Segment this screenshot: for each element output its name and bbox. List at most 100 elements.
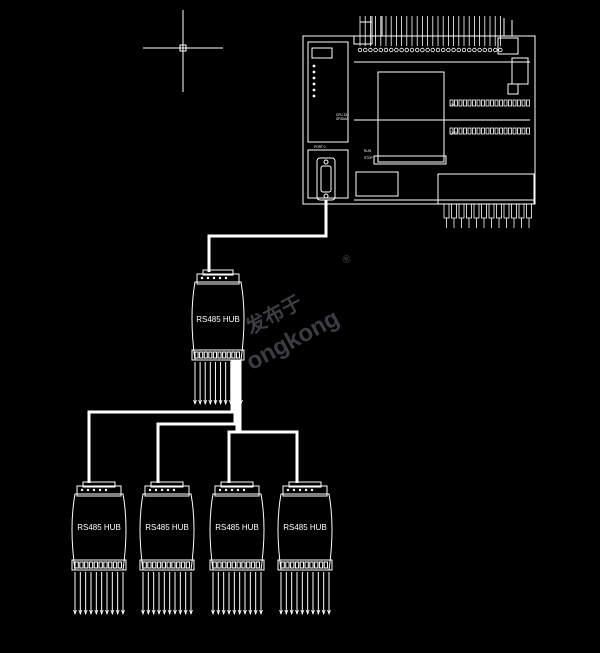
plc-top-terminal: [493, 47, 498, 53]
plc-top-terminal: [461, 47, 467, 53]
hub-terminal-slot: [117, 561, 122, 569]
plc-output-led: [458, 127, 463, 135]
plc-input-led: [517, 99, 521, 107]
plc-output-led: [494, 127, 499, 135]
hub-led: [298, 488, 302, 492]
hub-terminal-slot: [176, 561, 181, 569]
hub-terminal-slot: [222, 561, 227, 569]
hub-led: [98, 488, 102, 492]
hub-terminal-slot: [290, 561, 295, 569]
plc-output-led: [526, 127, 530, 135]
hub-1-label: RS485 HUB: [77, 523, 121, 532]
plc-port-connector: [316, 157, 336, 201]
plc-output-led: [490, 127, 494, 135]
plc-input-led: [458, 99, 463, 107]
rs485-hub-4: RS485 HUB: [277, 481, 333, 616]
main-hub-to-hub4-cable: [238, 360, 299, 483]
plc-input-led: [521, 99, 526, 107]
plc-input-led: [485, 99, 490, 107]
hub-led: [148, 488, 152, 492]
hub-terminal-slot: [231, 351, 236, 359]
plc-top-terminal: [482, 47, 487, 53]
plc-top-terminal: [446, 47, 451, 53]
hub-terminal-slot: [250, 561, 256, 569]
plc-top-terminal: [430, 47, 435, 53]
plc-bottom-terminal: [518, 203, 525, 219]
rs485-hub-2: RS485 HUB: [139, 481, 195, 616]
hub-led: [104, 488, 108, 492]
plc-input-led: [454, 99, 458, 107]
plc-output-led: [449, 127, 454, 135]
plc-top-terminal: [477, 47, 482, 53]
plc-bottom-terminal: [526, 203, 532, 219]
plc-input-led: [508, 99, 512, 107]
plc-output-led: [503, 127, 508, 135]
hub-led: [86, 488, 90, 492]
hub-terminal-slot: [226, 351, 231, 359]
plc-top-terminal: [394, 47, 399, 53]
plc-output-led: [508, 127, 512, 135]
hub-led: [166, 488, 170, 492]
plc-bottom-terminal: [496, 203, 502, 219]
hub-terminal-slot: [231, 561, 236, 569]
hub-terminal-slot: [314, 561, 319, 569]
rs485-hub-1: RS485 HUB: [71, 481, 127, 616]
plc-top-terminal: [467, 47, 472, 53]
hub-terminal-slot: [280, 561, 285, 569]
hub-terminal-slot: [152, 561, 157, 569]
hub-bottom-terminal: [277, 559, 333, 571]
plc-input-label: I0.0: [450, 103, 456, 107]
hub-terminal-slot: [171, 561, 176, 569]
hub-body: [209, 493, 265, 571]
plc-top-terminal: [368, 47, 373, 53]
plc-top-terminal: [456, 47, 461, 53]
plc-input-led: [476, 99, 481, 107]
plc-input-led: [472, 99, 476, 107]
hub-top-terminal: [214, 485, 260, 497]
plc-top-terminal: [389, 47, 394, 53]
main-hub-label: RS485 HUB: [196, 315, 240, 324]
hub-terminal-slot: [98, 561, 103, 569]
hub-3-label: RS485 HUB: [215, 523, 259, 532]
plc-bottom-terminal: [451, 203, 457, 219]
hub-terminal-slot: [299, 561, 305, 569]
hub-led: [304, 488, 308, 492]
hub-terminal-slot: [304, 561, 309, 569]
hub-top-terminal: [76, 485, 122, 497]
plc-top-terminal: [441, 47, 446, 53]
hub-terminal-slot: [180, 561, 186, 569]
main-hub-to-hub1-cable: [87, 360, 234, 483]
hub-2-label: RS485 HUB: [145, 523, 189, 532]
hub-led: [230, 488, 234, 492]
plc-label-group: CPU 224 SF/DIAG RUN STOP I0.0 Q0.0 PORT …: [314, 103, 457, 160]
plc-input-led: [449, 99, 454, 107]
plc-status-led: [312, 94, 316, 98]
plc-top-terminal: [415, 47, 420, 53]
plc-top-terminal: [404, 47, 409, 53]
plc-top-terminal: [451, 47, 456, 53]
hub-terminal-slot: [112, 561, 118, 569]
plc-top-terminal: [383, 47, 389, 53]
main-hub-to-hub3-cable: [227, 360, 239, 483]
plc-output-led: [481, 127, 485, 135]
hub-terminal-slot: [212, 561, 217, 569]
hub-terminal-slot: [84, 561, 89, 569]
hub-terminal-slot: [161, 561, 166, 569]
plc-top-terminal: [498, 47, 503, 53]
plc-output-led: [512, 127, 517, 135]
plc-bottom-terminal: [466, 203, 472, 219]
plc-output-led: [467, 127, 472, 135]
hub-terminal-slot: [166, 561, 171, 569]
plc-top-terminal: [472, 47, 477, 53]
hub-led: [224, 276, 228, 280]
hub-terminal-slot: [217, 351, 222, 359]
plc-port-label: PORT 0: [314, 145, 326, 149]
hub-terminal-slot: [294, 561, 300, 569]
plc-output-label: Q0.0: [450, 131, 457, 135]
hub-terminal-slot: [103, 561, 108, 569]
plc-input-led: [463, 99, 467, 107]
plc-to-main-hub-cable: [207, 200, 328, 272]
hub-terminal-slot: [323, 561, 329, 569]
watermark: 发布于 ongkong ®: [241, 253, 353, 376]
